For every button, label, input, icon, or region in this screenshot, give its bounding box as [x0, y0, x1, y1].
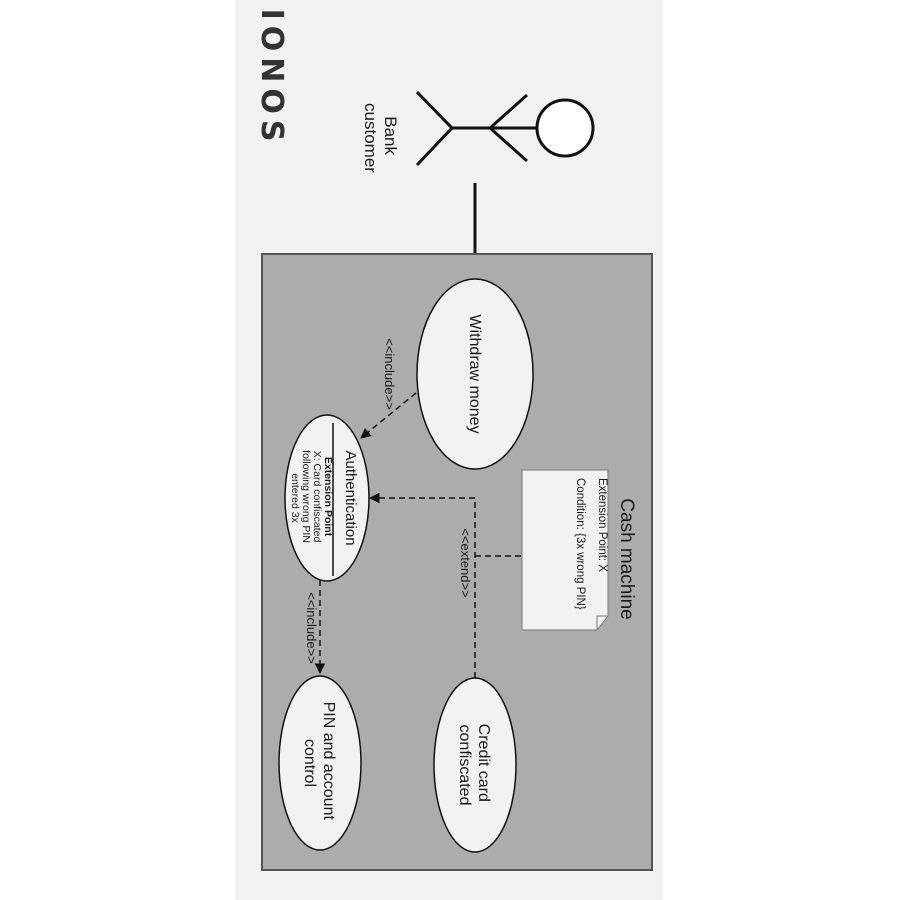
system-title: Cash machine — [616, 498, 637, 619]
use-case-pin-label: PIN and account control — [301, 702, 337, 825]
bank-customer-actor — [415, 90, 595, 167]
ionos-logo: IONOS — [254, 9, 289, 148]
use-case-credit-card-confiscated — [433, 677, 517, 853]
svg-text:Condition: {3x wrong PIN}: Condition: {3x wrong PIN} Extension Poin… — [574, 478, 608, 613]
actor-label: Bank customer — [361, 103, 400, 173]
include-label-1: <<include>> — [382, 338, 397, 410]
include-arrow-withdraw-auth — [360, 392, 417, 439]
authentication-extension-point: Extension Point X: Card confiscated foll… — [289, 450, 334, 546]
extend-label: <<extend>> — [458, 528, 473, 597]
use-case-withdraw-money — [416, 278, 534, 470]
use-case-card-label: Credit card confiscated — [456, 724, 492, 807]
extend-arrow-card-auth — [368, 492, 476, 678]
use-case-authentication — [284, 414, 370, 582]
use-case-pin-account-control — [278, 675, 362, 851]
extension-condition-note: Condition: {3x wrong PIN} Extension Poin… — [521, 469, 609, 631]
use-case-withdraw-label: Withdraw money — [466, 314, 483, 433]
authentication-title: Authentication — [342, 450, 359, 545]
include-label-2: <<include>> — [304, 592, 319, 664]
